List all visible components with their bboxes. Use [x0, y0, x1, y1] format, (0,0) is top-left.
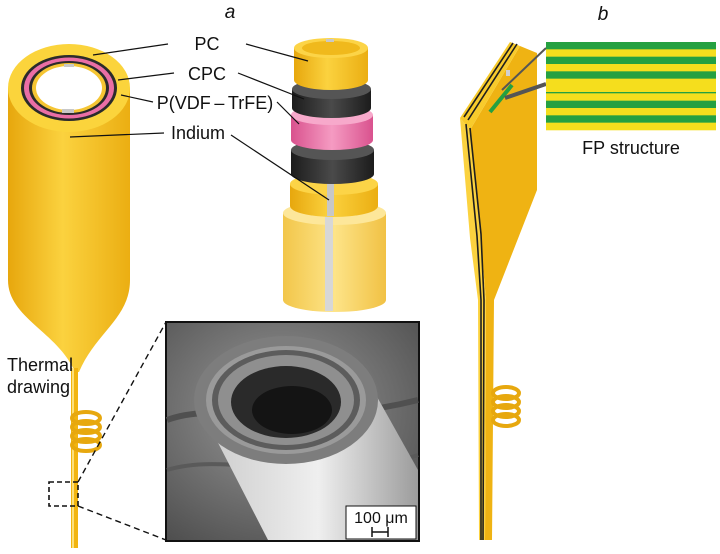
fp-stripe [546, 108, 716, 116]
scale-bar-label: 100 μm [354, 510, 408, 527]
label-pvdf-trfe: P(VDF – TrFE) [157, 93, 274, 113]
fp-stripe [546, 56, 716, 65]
label-pc: PC [194, 34, 219, 54]
scale-bar [371, 527, 389, 537]
label-drawing: drawing [7, 377, 70, 397]
leader-cpc-right [237, 72, 305, 100]
fp-stripe [546, 115, 716, 123]
label-indium: Indium [171, 123, 225, 143]
exploded-layer-stack [283, 38, 386, 312]
left-fiber-coil [70, 410, 102, 453]
scale-bar-box [345, 505, 417, 540]
label-thermal: Thermal [7, 355, 73, 375]
leader-pvdf-right [276, 101, 300, 125]
right-fiber-coil [491, 385, 521, 428]
zoom-region-marker [48, 481, 79, 507]
panel-label-b: b [598, 4, 609, 25]
leader-pc-left [92, 43, 169, 56]
leader-indium-right [230, 134, 330, 201]
zoom-line-top [77, 321, 167, 483]
leader-cpc-left [117, 72, 175, 81]
label-cpc: CPC [188, 64, 226, 84]
leader-pvdf-left [120, 94, 154, 103]
label-fp-structure: FP structure [582, 138, 680, 158]
fp-stripe [546, 71, 716, 79]
fp-stripe [546, 49, 716, 57]
sem-micrograph [165, 321, 420, 542]
fp-stripe [546, 93, 716, 101]
fp-stripe [546, 42, 716, 50]
fp-structure-stripes [546, 42, 716, 131]
leader-indium-left [69, 132, 165, 138]
callout-line-top [501, 47, 547, 91]
fp-stripe-center [546, 80, 716, 92]
fp-stripe [546, 100, 716, 109]
leader-pc-right [245, 43, 309, 62]
panel-label-a: a [225, 2, 236, 23]
callout-line-bottom [504, 82, 547, 100]
flat-preform [460, 42, 537, 541]
fp-stripe [546, 64, 716, 72]
fp-stripe [546, 122, 716, 131]
preform-cylinder [8, 44, 130, 548]
zoom-line-bottom [77, 505, 167, 541]
